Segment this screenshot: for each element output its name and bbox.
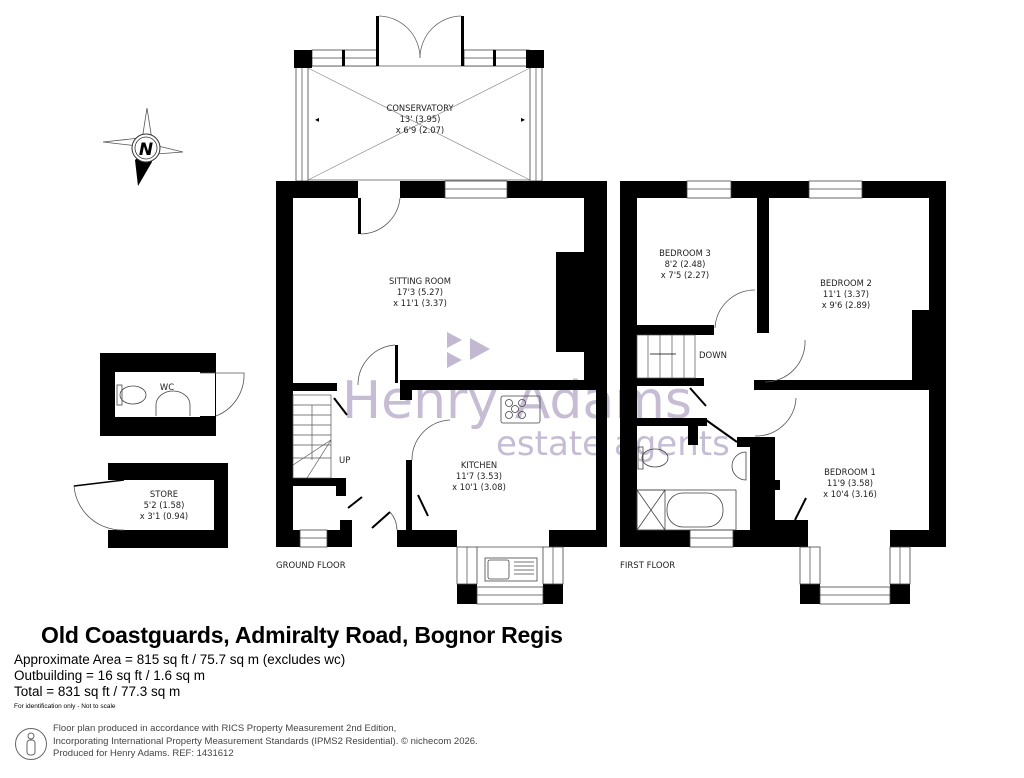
room-dimension: x 10'4 (3.16) — [823, 489, 877, 499]
stairs-down — [636, 334, 696, 379]
room-name: BEDROOM 3 — [659, 248, 711, 258]
footer-line: Incorporating International Property Mea… — [53, 735, 478, 747]
room-dimension: x 10'1 (3.08) — [452, 482, 506, 492]
sink-icon — [484, 557, 538, 582]
compass-icon: N — [102, 107, 184, 186]
hob-icon — [500, 395, 541, 424]
bathroom-fixtures — [636, 446, 747, 531]
floor-plan-drawing: N Henry Adams estate agents CONSE — [73, 15, 946, 605]
room-dimension: 8'2 (2.48) — [665, 259, 706, 269]
room-name: BEDROOM 2 — [820, 278, 872, 288]
footer-line: Produced for Henry Adams. REF: 1431612 — [53, 748, 234, 759]
room-dimension: x 3'1 (0.94) — [140, 511, 188, 521]
store-outbuilding: STORE 5'2 (1.58) x 3'1 (0.94) — [73, 463, 228, 548]
room-dimension: 11'9 (3.58) — [827, 478, 873, 488]
first-floor-windows — [686, 180, 911, 605]
room-name: KITCHEN — [461, 460, 497, 470]
stairs-up-label: UP — [339, 456, 350, 466]
room-name: WC — [160, 382, 174, 392]
room-dimension: 11'7 (3.53) — [456, 471, 502, 481]
room-dimension: x 7'5 (2.27) — [661, 270, 709, 280]
room-dimension: 11'1 (3.37) — [823, 289, 869, 299]
room-dimension: 13' (3.95) — [400, 114, 441, 124]
room-name: SITTING ROOM — [389, 276, 451, 286]
ground-floor-walls — [276, 181, 607, 604]
approximate-area: Approximate Area = 815 sq ft / 75.7 sq m… — [14, 652, 346, 667]
room-name: CONSERVATORY — [386, 103, 454, 113]
conservatory: CONSERVATORY 13' (3.95) x 6'9 (2.07) ◂ ▸ — [294, 15, 544, 182]
room-dimension: x 9'6 (2.89) — [822, 300, 870, 310]
disclaimer: For identification only - Not to scale — [14, 703, 116, 710]
stairs-up — [292, 394, 332, 479]
footer: Floor plan produced in accordance with R… — [53, 723, 478, 761]
outbuilding-area: Outbuilding = 16 sq ft / 1.6 sq m — [14, 668, 205, 683]
person-icon — [15, 728, 47, 760]
ground-floor-doors — [333, 197, 451, 531]
first-floor-doors — [689, 289, 807, 521]
wc-outbuilding: WC — [100, 353, 245, 436]
ground-floor-windows — [299, 180, 564, 605]
property-title: Old Coastguards, Admiralty Road, Bognor … — [41, 622, 563, 648]
room-dimension: x 6'9 (2.07) — [396, 125, 444, 135]
first-floor-walls — [620, 181, 946, 604]
room-name: STORE — [150, 489, 178, 499]
ground-floor-label: GROUND FLOOR — [276, 561, 346, 571]
room-dimension: x 11'1 (3.37) — [393, 298, 447, 308]
stairs-down-label: DOWN — [699, 351, 727, 361]
total-area: Total = 831 sq ft / 77.3 sq m — [14, 684, 181, 699]
first-floor-label: FIRST FLOOR — [620, 561, 675, 571]
arrow-icon: ▸ — [521, 115, 525, 124]
compass-label: N — [139, 140, 153, 160]
footer-line: Floor plan produced in accordance with R… — [53, 723, 397, 734]
arrow-icon: ◂ — [315, 115, 319, 124]
room-dimension: 17'3 (5.27) — [397, 287, 443, 297]
room-dimension: 5'2 (1.58) — [144, 500, 185, 510]
room-name: BEDROOM 1 — [824, 467, 876, 477]
